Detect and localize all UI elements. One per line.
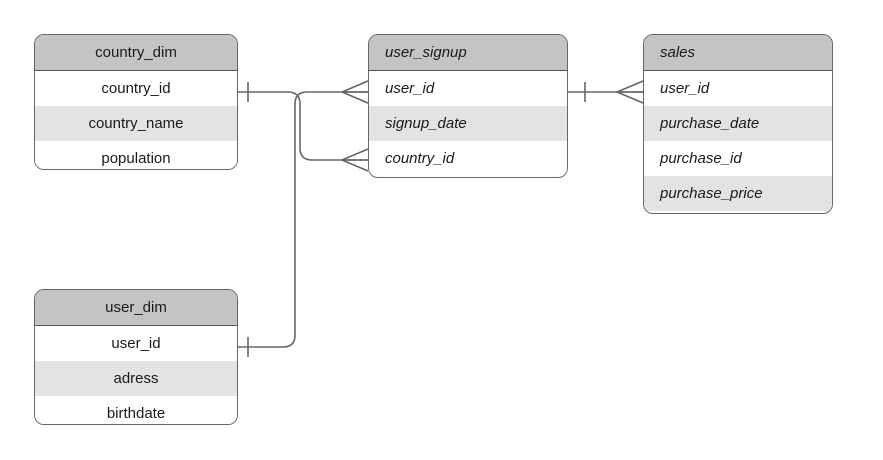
column-user_signup-user_id[interactable]: user_id xyxy=(369,71,567,106)
entity-title-country_dim: country_dim xyxy=(35,35,237,71)
column-user_dim-adress[interactable]: adress xyxy=(35,361,237,396)
crows-foot-upper-user_signup-to-sales xyxy=(616,80,644,93)
column-user_signup-signup_date[interactable]: signup_date xyxy=(369,106,567,141)
column-country_dim-country_name[interactable]: country_name xyxy=(35,106,237,141)
connector-line-country_dim-to-user_signup xyxy=(237,91,369,161)
crows-foot-lower-user_dim-to-user_signup xyxy=(341,91,369,104)
crows-foot-lower-country_dim-to-user_signup xyxy=(341,159,369,172)
column-sales-purchase_id[interactable]: purchase_id xyxy=(644,141,832,176)
relationship-user_dim-to-user_signup[interactable] xyxy=(237,80,369,357)
column-sales-purchase_date[interactable]: purchase_date xyxy=(644,106,832,141)
column-user_dim-birthdate[interactable]: birthdate xyxy=(35,396,237,424)
column-sales-user_id[interactable]: user_id xyxy=(644,71,832,106)
entity-title-sales: sales xyxy=(644,35,832,71)
column-sales-purchase_price[interactable]: purchase_price xyxy=(644,176,832,211)
crows-foot-upper-country_dim-to-user_signup xyxy=(341,148,369,161)
relationship-country_dim-to-user_signup[interactable] xyxy=(237,82,369,172)
connector-line-user_dim-to-user_signup xyxy=(237,91,369,348)
column-user_signup-country_id[interactable]: country_id xyxy=(369,141,567,176)
relationship-user_signup-to-sales[interactable] xyxy=(567,80,644,104)
column-country_dim-population[interactable]: population xyxy=(35,141,237,169)
entity-title-user_signup: user_signup xyxy=(369,35,567,71)
crows-foot-lower-user_signup-to-sales xyxy=(616,91,644,104)
column-country_dim-country_id[interactable]: country_id xyxy=(35,71,237,106)
entity-title-user_dim: user_dim xyxy=(35,290,237,326)
column-user_dim-user_id[interactable]: user_id xyxy=(35,326,237,361)
crows-foot-upper-user_dim-to-user_signup xyxy=(341,80,369,93)
